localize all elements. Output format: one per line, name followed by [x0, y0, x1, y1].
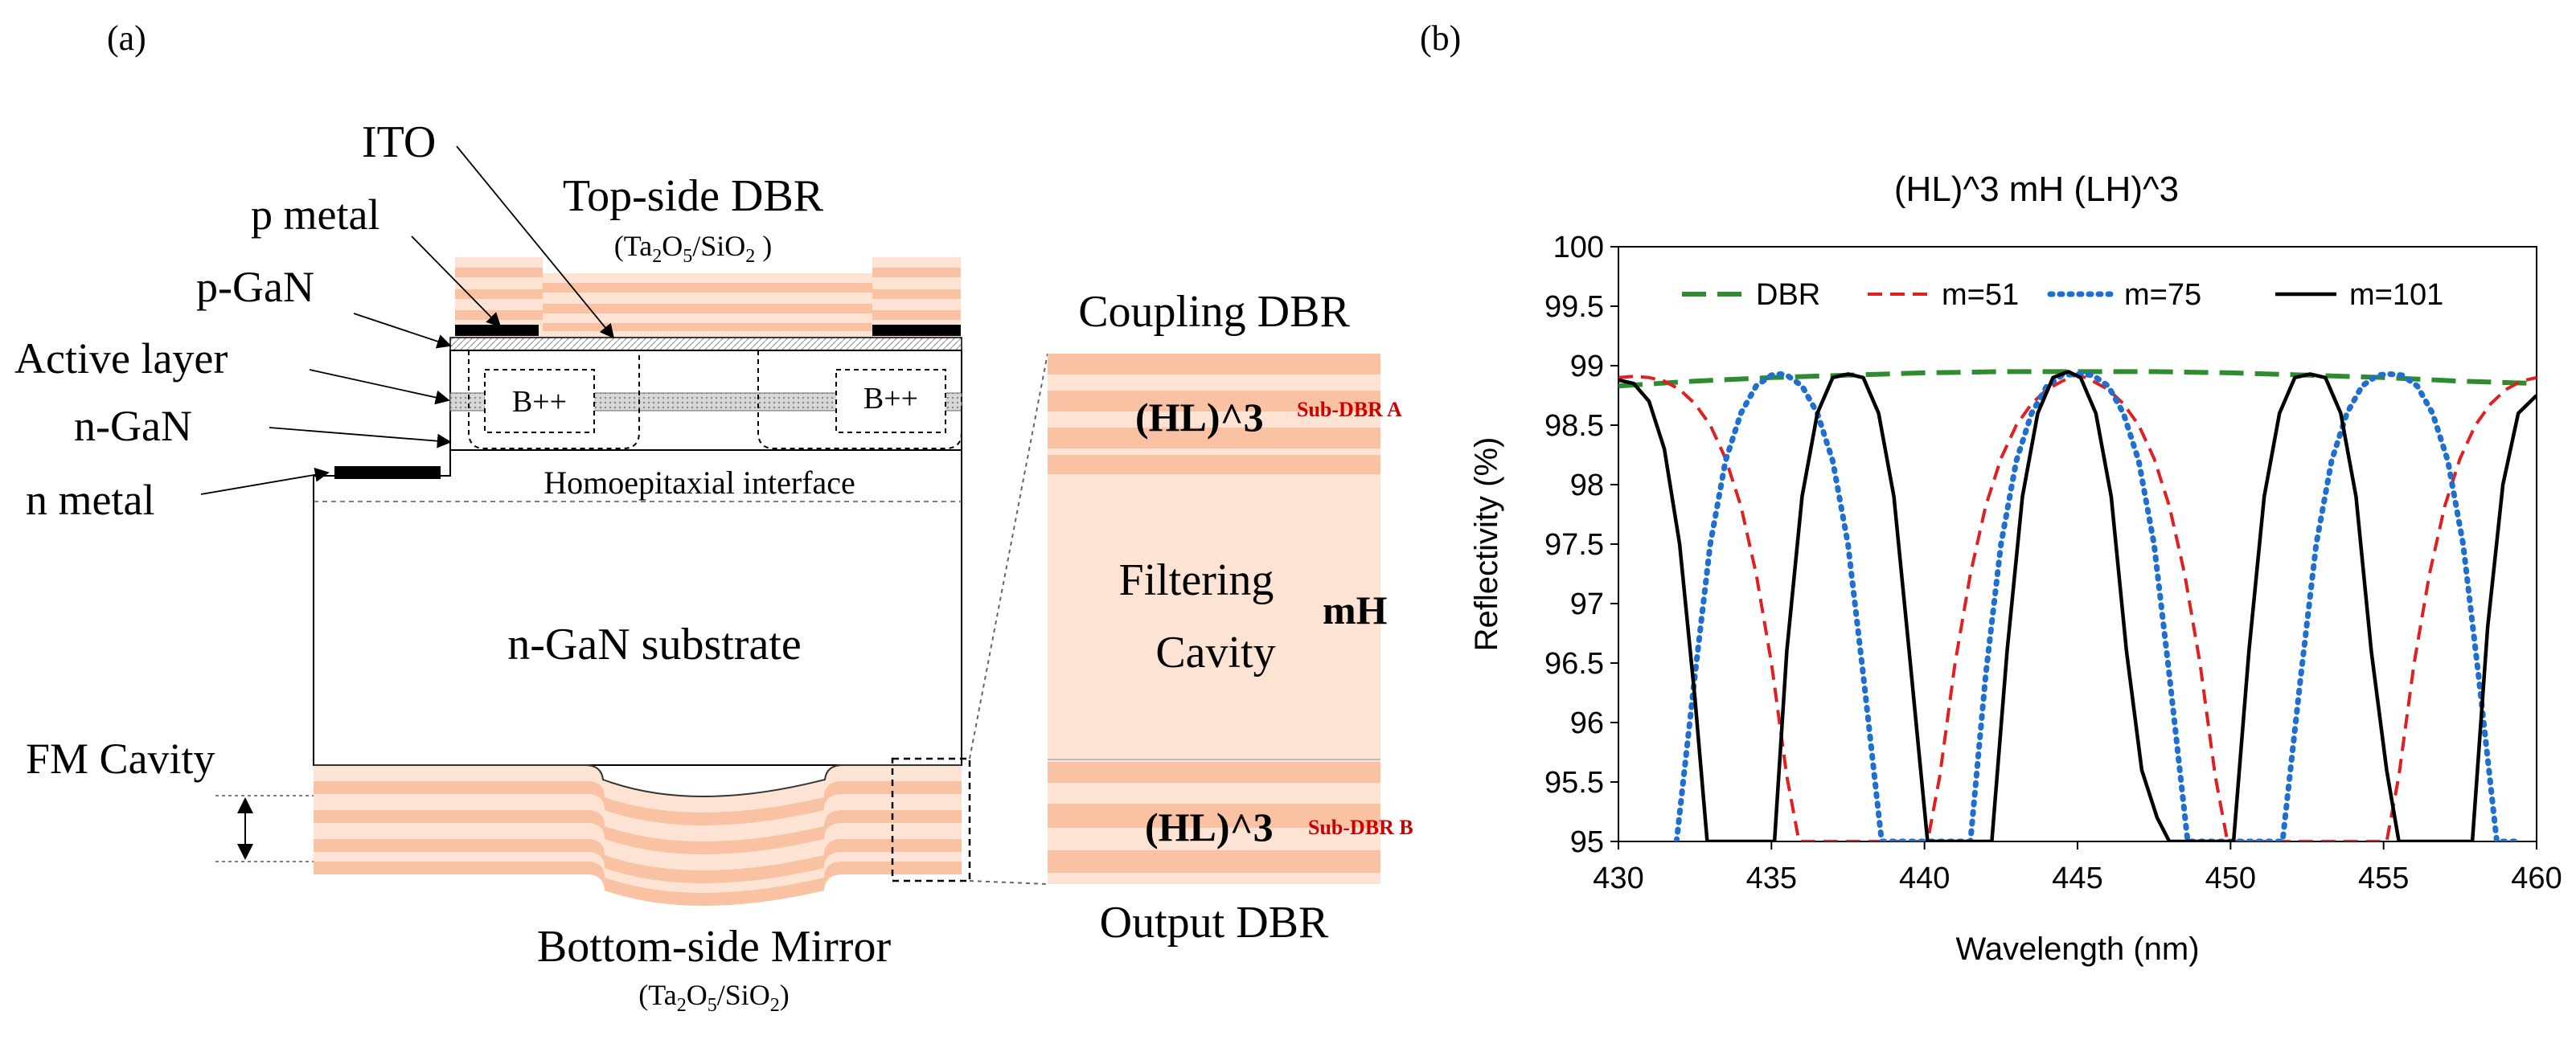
x-tick-label: 455 [2358, 862, 2409, 895]
implant-left-outline [468, 350, 640, 449]
y-tick-label: 99 [1570, 350, 1604, 383]
series-group [1618, 369, 2537, 841]
homo-interface-label: Homoepitaxial interface [544, 465, 855, 501]
sub-dbr-a-label: Sub-DBR A [1297, 398, 1402, 421]
y-axis-label: Reflectivity (%) [1469, 437, 1504, 652]
legend-label: DBR [1756, 278, 1820, 312]
zoom-frame [891, 757, 971, 882]
y-tick-label: 100 [1553, 231, 1604, 264]
x-tick-label: 445 [2052, 862, 2102, 895]
hl-bottom-label: (HL)^3 [1145, 804, 1274, 850]
zoom-panel: Coupling DBR Output DBR (HL)^3 Sub-DBR A… [1048, 287, 1413, 948]
y-tick-label: 95.5 [1544, 766, 1604, 800]
substrate-label: n-GaN substrate [507, 620, 801, 669]
coupling-dbr-label: Coupling DBR [1078, 287, 1350, 337]
series-line-m-101 [1618, 370, 2537, 841]
top-dbr-label: Top-side DBR [563, 171, 824, 221]
b-left-box [484, 369, 595, 433]
y-tick-label: 96 [1570, 706, 1604, 740]
top-side-dbr-stack [455, 257, 961, 338]
p-metal-right [872, 325, 961, 336]
bottom-mirror [314, 764, 962, 906]
panel-b-label: (b) [1420, 18, 1461, 58]
y-tick-label: 96.5 [1544, 647, 1604, 681]
y-tick-label: 99.5 [1544, 290, 1604, 324]
n-metal-label: n metal [26, 476, 154, 524]
x-tick-label: 435 [1746, 862, 1797, 895]
b-left-label: B++ [512, 385, 567, 419]
y-tick-label: 98.5 [1544, 409, 1604, 443]
legend-label: m=51 [1942, 278, 2019, 312]
ito-leader [456, 145, 615, 339]
x-tick-label: 460 [2511, 862, 2562, 895]
p-gan-label: p-GaN [196, 263, 314, 311]
legend-label: m=101 [2349, 278, 2443, 312]
y-tick-label: 95 [1570, 825, 1604, 859]
x-tick-label: 450 [2205, 862, 2256, 895]
active-layer-leader [309, 369, 450, 405]
n-gan-leader [269, 427, 452, 448]
filtering-label: Filtering [1119, 555, 1274, 605]
n-gan-label: n-GaN [74, 402, 192, 450]
b-right-box [835, 369, 946, 433]
top-dbr-material: (Ta2O5/SiO2 ) [614, 230, 772, 267]
bottom-mirror-label: Bottom-side Mirror [537, 922, 892, 972]
ito-layer [449, 337, 962, 351]
p-metal-label: p metal [251, 190, 379, 239]
panel-b: (b) (HL)^3 mH (LH)^3 9595.59696.59797.59… [1420, 18, 2562, 967]
fm-cavity-label: FM Cavity [26, 735, 215, 783]
x-axis-label: Wavelength (nm) [1955, 931, 2199, 967]
plot-area [1618, 246, 2537, 842]
n-metal-pad [334, 466, 441, 479]
b-right-label: B++ [863, 382, 918, 416]
y-tick-label: 98 [1570, 469, 1604, 502]
x-tick-label: 440 [1899, 862, 1950, 895]
cavity-label: Cavity [1155, 628, 1275, 678]
output-dbr-label: Output DBR [1100, 898, 1329, 948]
panel-a: (a) B++ B++ [14, 18, 1048, 1016]
p-metal-leader [411, 235, 502, 328]
implant-right-outline [757, 350, 962, 449]
sub-dbr-b-label: Sub-DBR B [1308, 816, 1413, 839]
y-tick-label: 97.5 [1544, 528, 1604, 562]
active-layer-label: Active layer [14, 334, 228, 383]
mh-label: mH [1323, 588, 1388, 633]
hl-top-label: (HL)^3 [1135, 395, 1264, 440]
n-metal-leader [200, 467, 330, 495]
x-ticks: 430 435 440 445 450 455 460 [1593, 841, 2562, 895]
panel-a-label: (a) [107, 18, 146, 58]
series-line-m-75 [1673, 371, 2518, 841]
p-metal-left [455, 325, 539, 336]
legend-label: m=75 [2124, 278, 2201, 312]
ito-label: ITO [362, 117, 436, 167]
chart-legend: DBR m=51 m=75 m=101 [1682, 278, 2443, 312]
bottom-mirror-material: (Ta2O5/SiO2) [638, 979, 789, 1016]
p-gan-leader [353, 313, 452, 349]
x-tick-label: 430 [1593, 862, 1643, 895]
y-tick-label: 97 [1570, 588, 1604, 621]
chart-title: (HL)^3 mH (LH)^3 [1894, 170, 2179, 209]
y-ticks: 95 95.5 96 96.5 97 97.5 98 98.5 99 99.5 100 [1544, 231, 1618, 859]
series-line-m-51 [1618, 372, 2537, 841]
